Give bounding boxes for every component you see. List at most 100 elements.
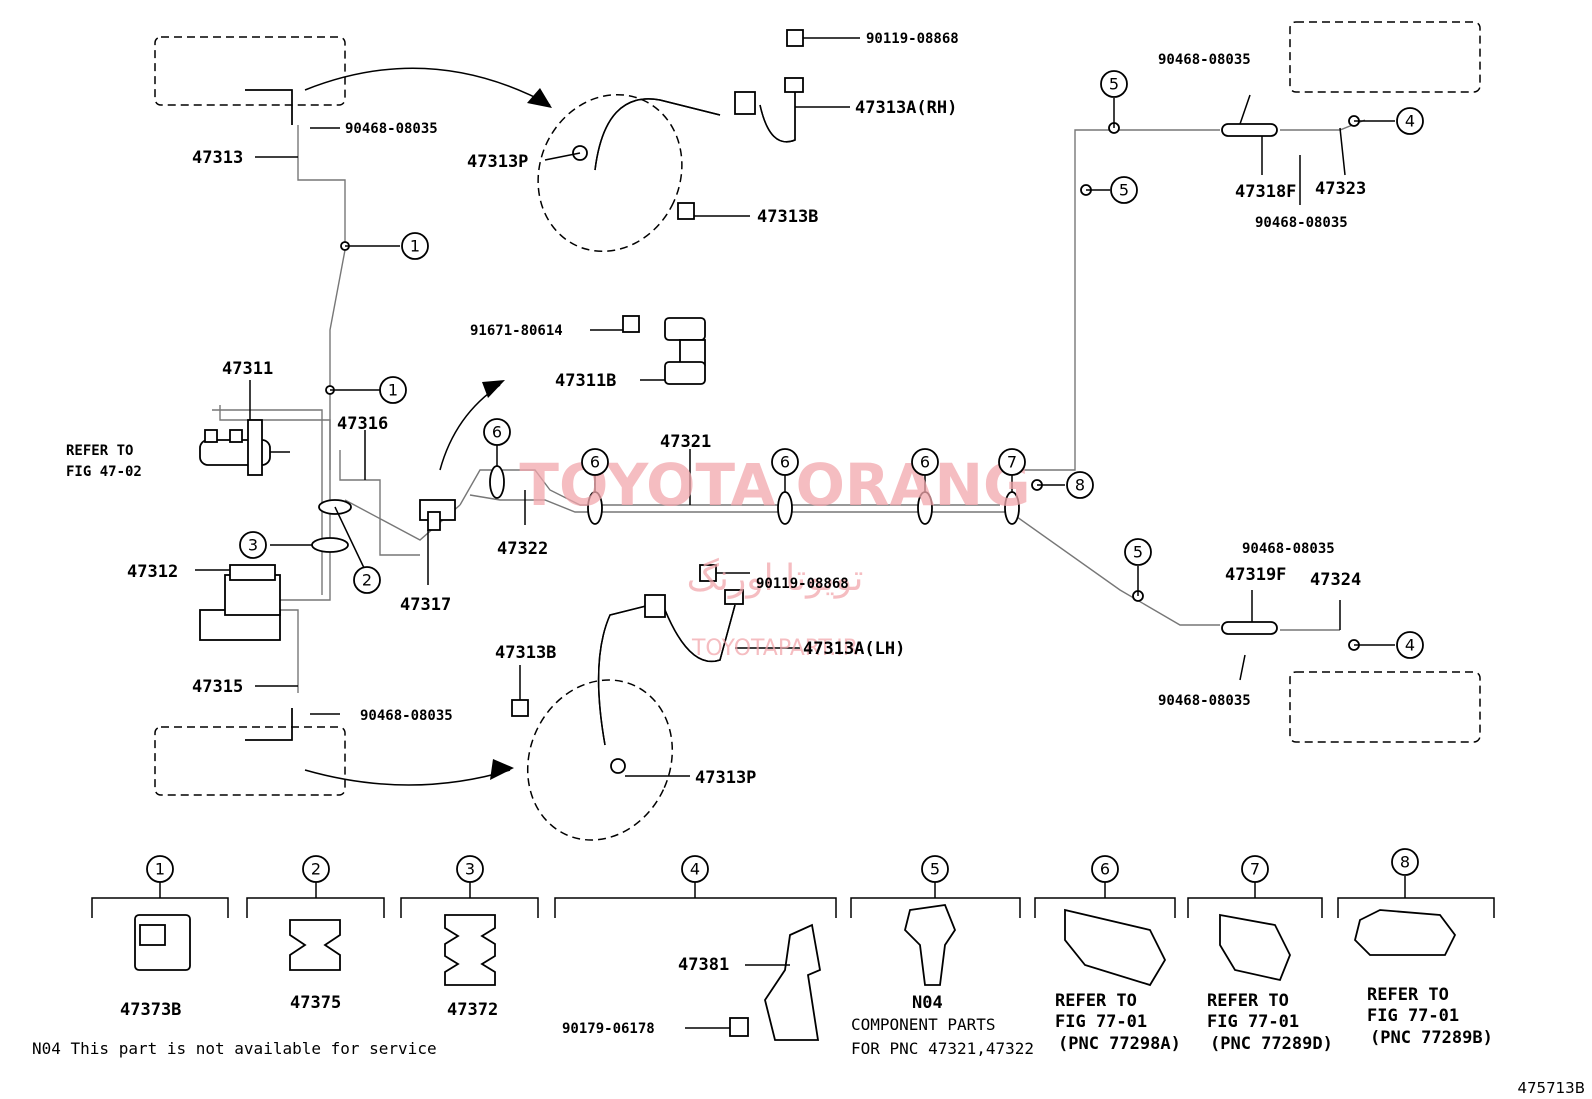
bolt-90119-top[interactable] — [786, 29, 804, 47]
svg-text:1: 1 — [410, 237, 420, 256]
front-hose-lh[interactable] — [597, 589, 744, 746]
callout-5c[interactable]: 5 — [1124, 538, 1152, 566]
label-90468-tr2[interactable]: 90468-08035 — [1255, 215, 1348, 231]
svg-text:4: 4 — [1405, 112, 1415, 131]
svg-text:5: 5 — [1119, 181, 1129, 200]
connector-47317[interactable] — [419, 499, 456, 531]
legend-item-4[interactable]: 4 47381 90179-06178 — [562, 855, 822, 1041]
svg-text:1: 1 — [155, 860, 165, 879]
callout-8[interactable]: 8 — [1066, 471, 1094, 499]
label-47312[interactable]: 47312 — [127, 562, 178, 582]
label-47313B-mid[interactable]: 47313B — [495, 643, 556, 663]
label-47319F[interactable]: 47319F — [1225, 565, 1286, 585]
label-47315[interactable]: 47315 — [192, 677, 243, 697]
front-brake-pipe-bottom — [245, 708, 293, 741]
callout-1a[interactable]: 1 — [401, 232, 429, 260]
svg-text:90179-06178: 90179-06178 — [562, 1021, 655, 1037]
svg-text:3: 3 — [465, 860, 475, 879]
svg-text:47372: 47372 — [447, 1000, 498, 1020]
footnote: N04 This part is not available for servi… — [32, 1039, 437, 1058]
label-90119-top[interactable]: 90119-08868 — [866, 31, 959, 47]
label-47318F[interactable]: 47318F — [1235, 182, 1296, 202]
svg-text:2: 2 — [311, 860, 321, 879]
front-wheel-area-top-left — [154, 36, 346, 106]
svg-text:1: 1 — [388, 381, 398, 400]
svg-text:REFER TO: REFER TO — [1367, 985, 1449, 1005]
label-47322[interactable]: 47322 — [497, 539, 548, 559]
callout-5b[interactable]: 5 — [1110, 176, 1138, 204]
callout-5a[interactable]: 5 — [1100, 70, 1128, 98]
rear-wheel-area-top-right — [1289, 21, 1481, 93]
front-brake-pipe-bottom-inner — [245, 708, 293, 741]
label-90119-mid[interactable]: 90119-08868 — [756, 576, 849, 592]
callout-7[interactable]: 7 — [998, 448, 1026, 476]
svg-text:COMPONENT PARTS: COMPONENT PARTS — [851, 1015, 996, 1034]
legend-item-6[interactable]: 6 REFER TO FIG 77-01 (PNC 77298A) — [1055, 855, 1181, 1054]
brake-pipes — [212, 119, 1366, 693]
label-91671[interactable]: 91671-80614 — [470, 323, 563, 339]
callout-4a[interactable]: 4 — [1396, 107, 1424, 135]
label-47311[interactable]: 47311 — [222, 359, 273, 379]
clamp-3 — [311, 537, 349, 553]
brake-actuator-47312[interactable] — [199, 564, 281, 641]
label-90468-br[interactable]: 90468-08035 — [1158, 693, 1251, 709]
callout-6d[interactable]: 6 — [911, 448, 939, 476]
callout-4b[interactable]: 4 — [1396, 631, 1424, 659]
label-47316[interactable]: 47316 — [337, 414, 388, 434]
svg-text:47375: 47375 — [290, 993, 341, 1013]
legend-item-1[interactable]: 1 47373B — [120, 855, 191, 1020]
callout-6b[interactable]: 6 — [581, 448, 609, 476]
svg-text:2: 2 — [362, 571, 372, 590]
svg-text:6: 6 — [1100, 860, 1110, 879]
callout-6c[interactable]: 6 — [771, 448, 799, 476]
callout-3[interactable]: 3 — [239, 531, 267, 559]
label-47324[interactable]: 47324 — [1310, 570, 1361, 590]
svg-text:6: 6 — [492, 423, 502, 442]
label-47311B[interactable]: 47311B — [555, 371, 616, 391]
watermark-farsi: تویوتا اورنگ — [687, 557, 864, 599]
callout-1b[interactable]: 1 — [379, 376, 407, 404]
label-47317[interactable]: 47317 — [400, 595, 451, 615]
bracket-47311B[interactable] — [622, 315, 706, 385]
svg-text:7: 7 — [1250, 860, 1260, 879]
label-47313[interactable]: 47313 — [192, 148, 243, 168]
label-47323[interactable]: 47323 — [1315, 179, 1366, 199]
front-wheel-area-bottom-left — [154, 726, 346, 796]
label-47321[interactable]: 47321 — [660, 432, 711, 452]
label-90468-tr[interactable]: 90468-08035 — [1158, 52, 1251, 68]
bolt-47313B-top[interactable] — [677, 202, 695, 220]
svg-text:5: 5 — [1109, 75, 1119, 94]
svg-text:N04: N04 — [912, 993, 943, 1013]
front-hose-rh[interactable] — [594, 77, 804, 171]
svg-text:4: 4 — [1405, 636, 1415, 655]
callout-6a[interactable]: 6 — [483, 418, 511, 446]
label-47313B-top[interactable]: 47313B — [757, 207, 818, 227]
front-hose-area-top — [537, 93, 683, 253]
label-47313A-LH[interactable]: 47313A(LH) — [803, 639, 905, 659]
label-47313P-top[interactable]: 47313P — [467, 152, 528, 172]
legend-item-7[interactable]: 7 REFER TO FIG 77-01 (PNC 77289D) — [1207, 855, 1333, 1054]
rear-hose-47318F[interactable] — [1221, 123, 1278, 137]
svg-text:5: 5 — [1133, 543, 1143, 562]
legend-item-2[interactable]: 2 47375 — [289, 855, 341, 1013]
label-refer-47-2[interactable]: FIG 47-02 — [66, 464, 142, 480]
leader-lines — [195, 37, 1395, 777]
bolt-47313B-mid[interactable] — [511, 699, 529, 717]
master-cylinder-47311[interactable] — [199, 419, 290, 476]
legend-item-5[interactable]: 5 N04 COMPONENT PARTS FOR PNC 47321,4732… — [851, 855, 1034, 1058]
label-refer-47-1[interactable]: REFER TO — [66, 443, 133, 459]
svg-text:5: 5 — [930, 860, 940, 879]
callout-2[interactable]: 2 — [353, 566, 381, 594]
label-90468-mr[interactable]: 90468-08035 — [1242, 541, 1335, 557]
label-90468-bl[interactable]: 90468-08035 — [360, 708, 453, 724]
label-47313P-bot[interactable]: 47313P — [695, 768, 756, 788]
clip-47313P-bot[interactable] — [610, 758, 626, 774]
rear-hose-47319F[interactable] — [1221, 621, 1278, 635]
svg-text:8: 8 — [1400, 853, 1410, 872]
svg-text:REFER TO: REFER TO — [1207, 991, 1289, 1011]
legend-item-8[interactable]: 8 REFER TO FIG 77-01 (PNC 77289B) — [1354, 848, 1493, 1048]
label-90468-tl[interactable]: 90468-08035 — [345, 121, 438, 137]
label-47313A-RH[interactable]: 47313A(RH) — [855, 98, 957, 118]
legend-item-3[interactable]: 3 47372 — [444, 855, 498, 1020]
